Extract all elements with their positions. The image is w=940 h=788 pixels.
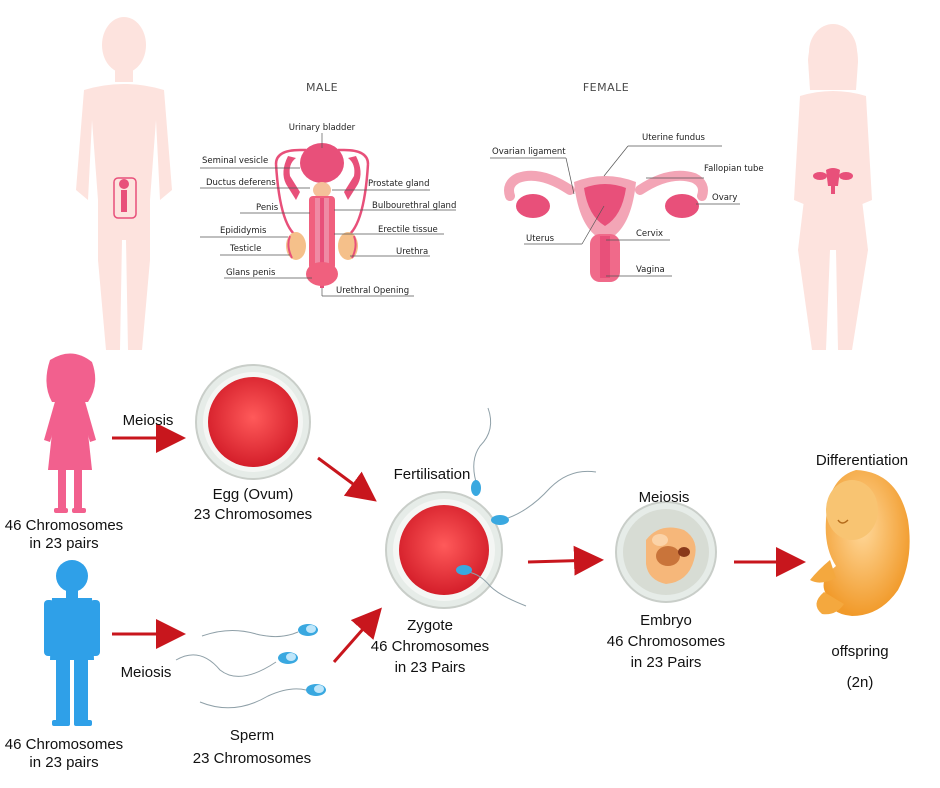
label-offspring-2: (2n): [847, 674, 874, 691]
female-reproductive-organs: [504, 170, 708, 282]
fetus: [810, 470, 910, 616]
male-reproductive-organs: [274, 143, 370, 288]
label-bulbourethral-gland: Bulbourethral gland: [372, 201, 456, 211]
label-embryo-3: in 23 Pairs: [631, 654, 702, 671]
label-erectile-tissue: Erectile tissue: [378, 225, 438, 235]
sperm-cell: [175, 652, 298, 677]
label-egg-1: Egg (Ovum): [213, 486, 294, 503]
flow-labels: Meiosis Meiosis 46 Chromosomes in 23 pai…: [5, 412, 908, 771]
label-urethral-opening: Urethral Opening: [336, 286, 409, 296]
male-leader-lines: [200, 133, 456, 297]
label-girl-chromosomes-2: in 23 pairs: [29, 535, 98, 552]
label-zygote-2: 46 Chromosomes: [371, 638, 489, 655]
label-girl-chromosomes-1: 46 Chromosomes: [5, 517, 123, 534]
label-vagina: Vagina: [636, 265, 665, 275]
female-leader-lines: [490, 145, 740, 277]
female-body-silhouette: [794, 24, 872, 350]
label-zygote-1: Zygote: [407, 617, 453, 634]
label-boy-chromosomes-1: 46 Chromosomes: [5, 736, 123, 753]
arrow-egg-to-zygote: [317, 456, 377, 502]
arrow-zygote-to-embryo: [527, 545, 604, 576]
male-header: MALE: [306, 81, 338, 94]
label-embryo-1: Embryo: [640, 612, 692, 629]
label-fallopian-tube: Fallopian tube: [704, 164, 764, 174]
label-fertilisation: Fertilisation: [394, 466, 471, 483]
girl-figure: [44, 353, 96, 513]
label-offspring-1: offspring: [831, 643, 888, 660]
label-sperm-2: 23 Chromosomes: [193, 750, 311, 767]
label-ovarian-ligament: Ovarian ligament: [492, 147, 566, 157]
label-prostate-gland: Prostate gland: [368, 179, 429, 189]
label-sperm-1: Sperm: [230, 727, 274, 744]
sperm-cell: [201, 624, 318, 638]
male-body-silhouette: [76, 17, 172, 350]
label-urinary-bladder: Urinary bladder: [289, 123, 356, 133]
label-differentiation: Differentiation: [816, 452, 908, 469]
label-testicle: Testicle: [229, 244, 261, 254]
label-uterine-fundus: Uterine fundus: [642, 133, 706, 143]
label-ductus-deferens: Ductus deferens: [206, 178, 276, 188]
sperm-cell: [199, 684, 326, 709]
label-embryo-2: 46 Chromosomes: [607, 633, 725, 650]
male-pelvis-mini: [113, 177, 137, 219]
label-cervix: Cervix: [636, 229, 663, 239]
label-boy-chromosomes-2: in 23 pairs: [29, 754, 98, 771]
female-header: FEMALE: [583, 81, 629, 94]
label-epididymis: Epididymis: [220, 226, 267, 236]
boy-figure: [44, 560, 100, 726]
label-ovary: Ovary: [712, 193, 737, 203]
label-egg-2: 23 Chromosomes: [194, 506, 312, 523]
female-labels: Ovarian ligament Uterine fundus Fallopia…: [492, 133, 764, 275]
label-meiosis-mid: Meiosis: [639, 489, 690, 506]
egg-cell: [195, 364, 311, 480]
label-glans-penis: Glans penis: [226, 268, 276, 278]
sperm-cells: [175, 624, 326, 709]
arrow-sperm-to-zygote: [332, 607, 382, 663]
label-zygote-3: in 23 Pairs: [395, 659, 466, 676]
label-meiosis-bottom: Meiosis: [121, 664, 172, 681]
flow-arrows: [112, 423, 806, 663]
label-uterus: Uterus: [526, 234, 555, 244]
label-urethra: Urethra: [396, 247, 428, 257]
male-labels: Urinary bladder Seminal vesicle Ductus d…: [202, 123, 456, 296]
label-seminal-vesicle: Seminal vesicle: [202, 156, 268, 166]
zygote-sperm: [456, 407, 597, 607]
embryo-cell: [615, 501, 717, 603]
label-meiosis-top: Meiosis: [123, 412, 174, 429]
label-penis: Penis: [256, 203, 279, 213]
zygote-cell: [385, 491, 503, 609]
female-pelvis-mini: [813, 168, 853, 194]
